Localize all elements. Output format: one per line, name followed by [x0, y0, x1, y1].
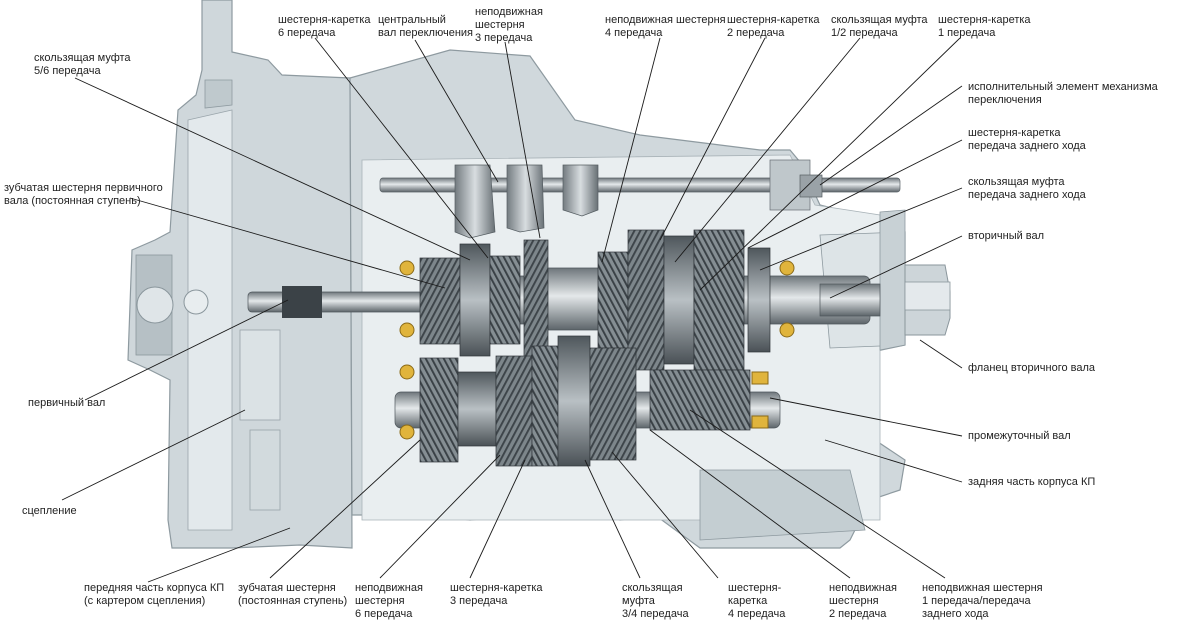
label-3rd-gear-fixed-gear: неподвижная шестерня 3 передача	[475, 6, 543, 44]
label-clutch: сцепление	[22, 505, 77, 517]
label-reverse-sliding-sleeve: скользящая муфта передача заднего хода	[968, 176, 1086, 201]
output-flange	[904, 264, 951, 336]
label-output-shaft: вторичный вал	[968, 230, 1045, 242]
label-central-shift-shaft: центральный вал переключения	[378, 14, 474, 39]
label-input-shaft: первичный вал	[28, 397, 106, 409]
leader-lines	[61, 37, 963, 583]
label-3-4-sliding-sleeve: скользящая муфта 3/4 передача	[622, 582, 689, 620]
shift-rail	[379, 159, 901, 239]
upper-gears	[419, 229, 771, 371]
label-4th-gear-sliding-gear: шестерня- каретка 4 передача	[728, 582, 786, 620]
label-input-shaft-constant-gear: зубчатая шестерня первичного вала (посто…	[4, 182, 163, 207]
label-reverse-sliding-gear: шестерня-каретка передача заднего хода	[968, 127, 1086, 152]
label-6th-gear-sliding-gear: шестерня-каретка 6 передача	[278, 14, 371, 39]
label-4th-gear-fixed-gear: неподвижная шестерня 4 передача	[605, 14, 726, 39]
label-output-shaft-flange: фланец вторичного вала	[968, 362, 1096, 374]
counter-shaft	[394, 335, 781, 467]
label-1st-reverse-fixed-gear: неподвижная шестерня 1 передача/передача…	[922, 582, 1043, 620]
label-constant-mesh-gear: зубчатая шестерня (постоянная ступень)	[238, 582, 348, 607]
label-2nd-gear-fixed-gear: неподвижная шестерня 2 передача	[829, 582, 897, 620]
label-front-housing: передняя часть корпуса КП (с картером сц…	[84, 582, 225, 607]
bearings	[399, 260, 795, 440]
label-shift-actuator: исполнительный элемент механизма переклю…	[968, 81, 1158, 106]
label-1-2-sliding-sleeve: скользящая муфта 1/2 передача	[831, 14, 928, 39]
front-housing	[127, 0, 353, 549]
label-counter-shaft: промежуточный вал	[968, 430, 1071, 442]
label-6th-gear-fixed-gear: неподвижная шестерня 6 передача	[355, 582, 423, 620]
label-rear-housing: задняя часть корпуса КП	[968, 476, 1096, 488]
label-3rd-gear-sliding-gear: шестерня-каретка 3 передача	[450, 582, 543, 607]
label-2nd-gear-sliding-gear: шестерня-каретка 2 передача	[727, 14, 820, 39]
label-5-6-sliding-sleeve: скользящая муфта 5/6 передача	[34, 52, 131, 77]
label-1st-gear-sliding-gear: шестерня-каретка 1 передача	[938, 14, 1031, 39]
